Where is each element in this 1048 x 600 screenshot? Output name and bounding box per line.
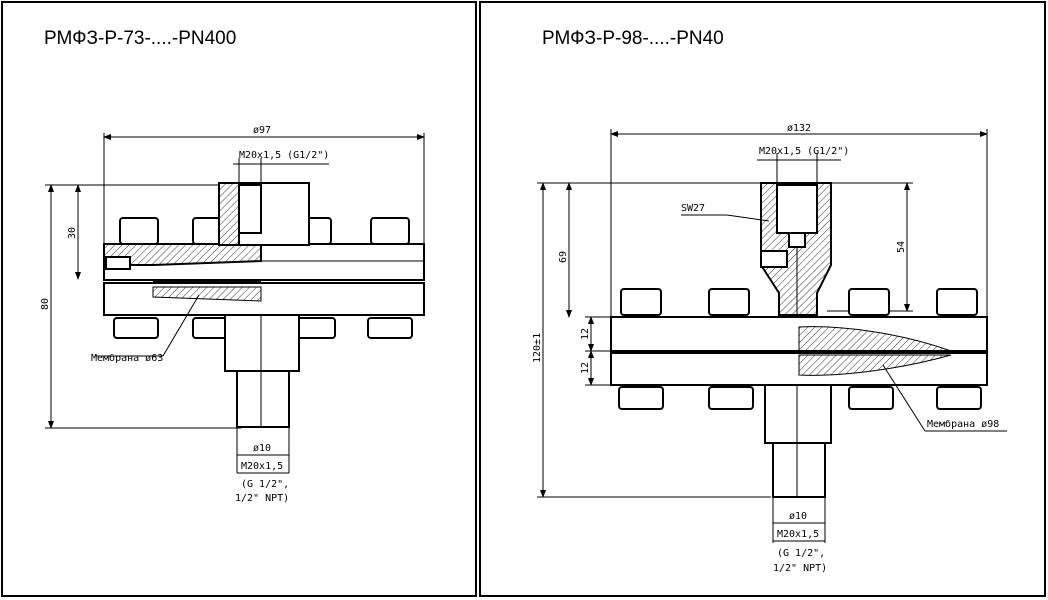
right-outer-diameter-dimension: ø132 [610, 123, 988, 317]
left-membrane-callout: Мембрана ø63 [91, 294, 200, 364]
left-membrane-label: Мембрана ø63 [91, 352, 163, 364]
right-height-69-label: 69 [558, 251, 569, 263]
right-bore-label: ø10 [789, 511, 807, 522]
right-top-thread-dimension: M20x1,5 (G1/2") [757, 146, 849, 183]
left-bottom-dimensions: ø10 M20x1,5 (G 1/2", 1/2" NPT) [235, 427, 290, 504]
left-height-30-dimension: 30 [67, 184, 241, 280]
right-height-120-dimension: 120±1 [532, 182, 771, 498]
right-model-title: РМФЗ-Р-98-....-PN40 [542, 28, 724, 49]
left-height-30-label: 30 [67, 227, 78, 239]
left-top-thread-label: M20x1,5 (G1/2") [239, 150, 329, 161]
right-top-bolts [620, 288, 978, 316]
left-top-thread-dimension: M20x1,5 (G1/2") [233, 150, 329, 183]
right-technical-drawing: ø132 M20x1,5 (G1/2") SW27 69 54 [532, 123, 1007, 574]
left-bottom-thread-label: M20x1,5 [241, 461, 283, 472]
right-flange-12b-label: 12 [580, 362, 591, 374]
right-upper-flange [610, 316, 988, 352]
right-bottom-thread-alt1: (G 1/2", [777, 548, 825, 559]
right-top-thread-label: M20x1,5 (G1/2") [759, 146, 849, 157]
right-bottom-thread-alt2: 1/2" NPT) [773, 563, 827, 574]
left-upper-flange [103, 182, 425, 281]
left-model-title: РМФЗ-Р-73-....-PN400 [44, 28, 237, 49]
right-outlet-fitting [764, 384, 832, 498]
left-bore-label: ø10 [253, 443, 271, 454]
right-bottom-nuts [618, 386, 982, 410]
left-drawing-panel: РМФЗ-Р-73-....-PN400 ø97 M20x1,5 (G1/2")… [1, 1, 477, 597]
right-membrane-callout: Мембрана ø98 [882, 364, 1007, 432]
right-membrane-label: Мембрана ø98 [927, 418, 999, 430]
left-bottom-thread-alt1: (G 1/2", [241, 479, 289, 490]
left-bottom-thread-alt2: 1/2" NPT) [235, 493, 289, 504]
right-lower-flange [610, 351, 988, 386]
right-drawing-panel: РМФЗ-Р-98-....-PN40 ø132 M20x1,5 (G1/2")… [479, 1, 1046, 597]
right-height-120-label: 120±1 [532, 333, 543, 363]
right-outer-diameter-label: ø132 [787, 123, 811, 134]
right-bottom-thread-label: M20x1,5 [777, 529, 819, 540]
right-height-69-dimension: 69 [557, 182, 771, 318]
left-outlet-fitting [224, 314, 300, 428]
left-bottom-nuts [113, 317, 413, 339]
right-top-fitting [760, 182, 832, 316]
right-wrench-size-callout: SW27 [681, 203, 770, 222]
left-height-80-label: 80 [40, 298, 51, 310]
right-flange-12a-label: 12 [580, 328, 591, 340]
right-height-54-label: 54 [896, 241, 907, 253]
right-flange-thickness-dimensions: 12 12 [580, 316, 611, 386]
left-lower-flange [103, 280, 425, 316]
left-height-80-dimension: 80 [40, 184, 241, 429]
right-wrench-size-label: SW27 [681, 203, 705, 214]
left-technical-drawing: ø97 M20x1,5 (G1/2") 30 80 [40, 125, 425, 504]
right-bottom-dimensions: ø10 M20x1,5 (G 1/2", 1/2" NPT) [772, 497, 827, 574]
left-outer-diameter-label: ø97 [253, 125, 271, 136]
